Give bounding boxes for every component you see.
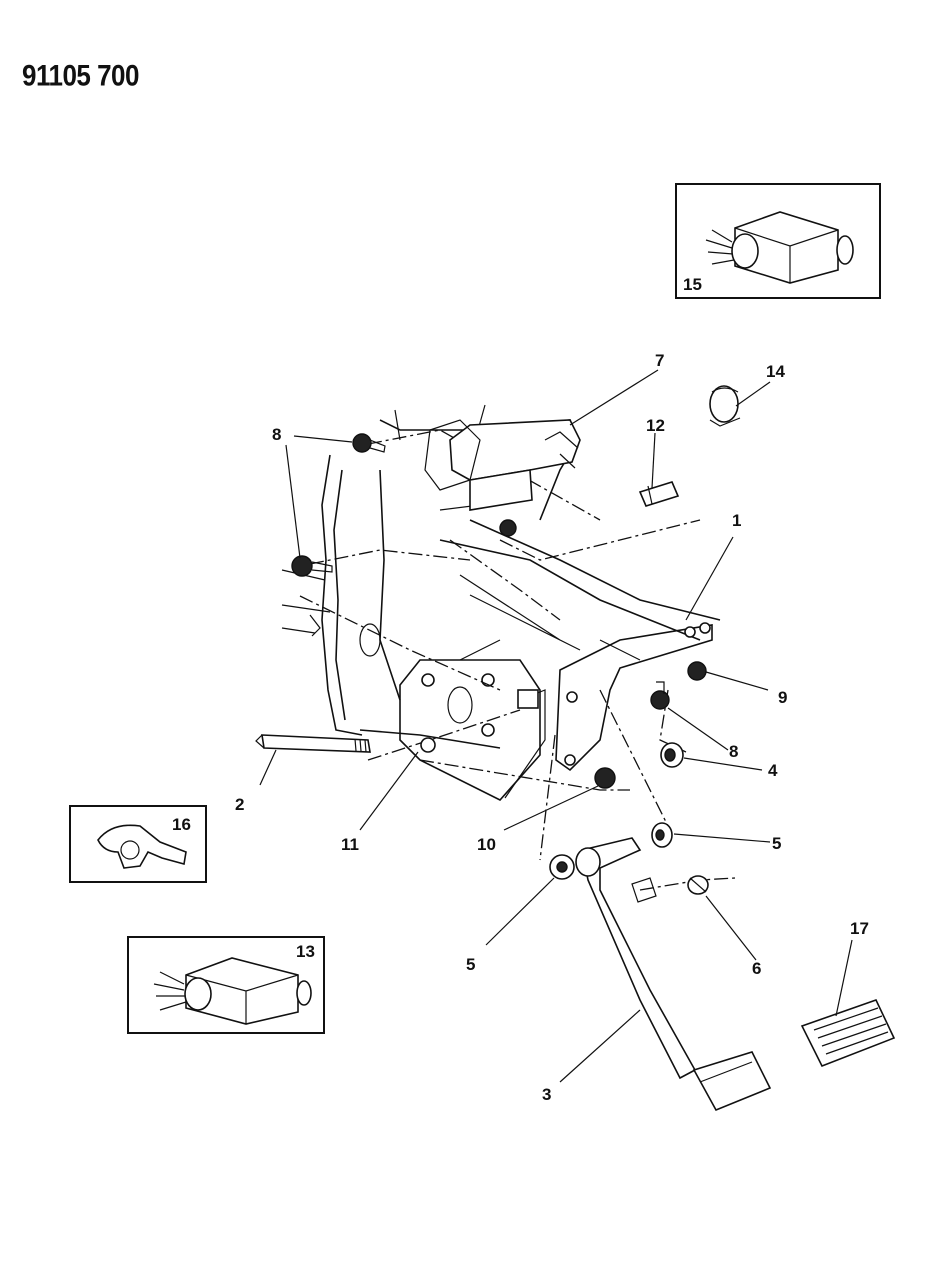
callout-5-right: 5: [772, 834, 781, 853]
callout-1: 1: [732, 511, 741, 530]
part-17-pedal-pad: [800, 999, 896, 1068]
part-9-nut: [687, 661, 707, 681]
callout-3: 3: [542, 1085, 551, 1104]
part-14-clip: [709, 385, 741, 427]
part-4-bushing: [660, 742, 684, 768]
part-8-bolt-left: [291, 555, 333, 577]
inset-box-16: 16: [69, 805, 207, 883]
callout-10: 10: [477, 835, 496, 854]
part-8-bolt-top: [352, 433, 386, 453]
callout-12: 12: [646, 416, 665, 435]
callout-17: 17: [850, 919, 869, 938]
callout-labels: 1 2 3 4 5 5 6 7 8 8 9 10 11 12 14 17: [235, 351, 869, 1104]
part-7-switch: [424, 419, 581, 511]
callout-9: 9: [778, 688, 787, 707]
part-11-fastener: [420, 737, 436, 753]
part-8-bolt-right: [650, 681, 670, 710]
callout-2: 2: [235, 795, 244, 814]
callout-8-top: 8: [272, 425, 281, 444]
part-6-pin: [687, 875, 709, 895]
part-5-bushing-right: [651, 822, 673, 848]
diagram-code: 91105 700: [22, 58, 139, 93]
leader-lines: [259, 369, 853, 1083]
callout-13: 13: [296, 942, 315, 961]
part-10-nut: [594, 767, 616, 789]
callout-15: 15: [683, 275, 702, 294]
callout-5-left: 5: [466, 955, 475, 974]
inset-box-13: 13: [127, 936, 325, 1034]
inset-box-15: 15: [675, 183, 881, 299]
callout-6: 6: [752, 959, 761, 978]
callout-11: 11: [341, 835, 359, 854]
callout-14: 14: [766, 362, 785, 381]
callout-4: 4: [768, 761, 778, 780]
part-3-clutch-pedal: [575, 837, 772, 1112]
part-5-bushing-left: [549, 854, 575, 880]
part-2-pivot-shaft: [255, 734, 371, 753]
assembly-lines: [299, 429, 736, 891]
callout-16: 16: [172, 815, 191, 834]
callout-7: 7: [655, 351, 664, 370]
pedal-bracket: [281, 404, 721, 801]
callout-8-right: 8: [729, 742, 738, 761]
part-12-pin: [638, 481, 680, 507]
nut-upper: [499, 519, 517, 537]
